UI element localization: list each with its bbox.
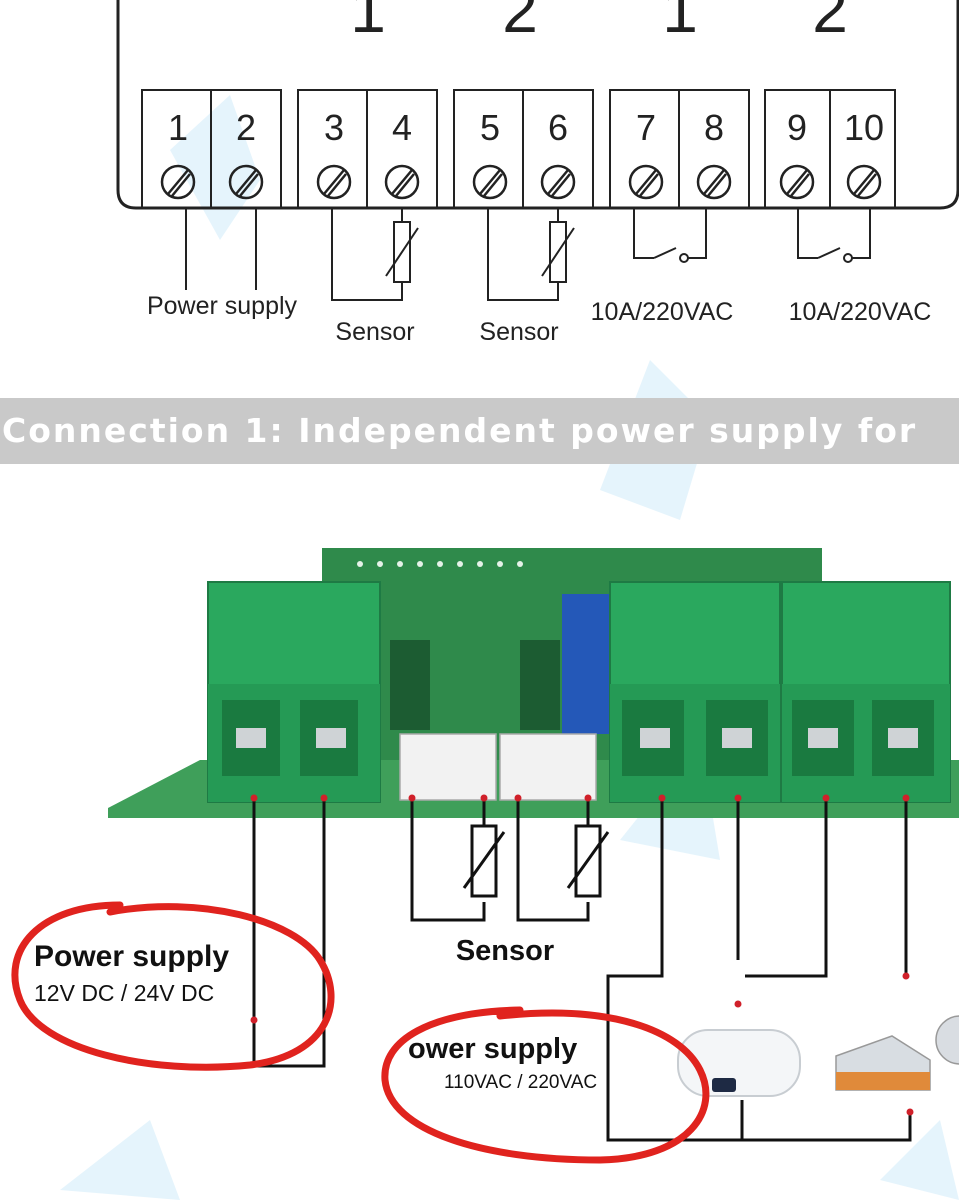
display-fridge-icon <box>835 1035 931 1091</box>
terminal-number: 6 <box>548 107 568 148</box>
section-banner: Connection 1: Independent power supply f… <box>0 398 959 464</box>
channel-number: 2 <box>812 0 848 46</box>
channel-number: 1 <box>662 0 698 46</box>
relay-rating-label: 10A/220VAC <box>591 298 734 326</box>
channel-number: 2 <box>502 0 538 46</box>
terminal-number: 1 <box>168 107 188 148</box>
dc-supply-title: Power supply <box>34 940 229 973</box>
wiring-lines <box>252 798 912 1142</box>
terminal-number: 2 <box>236 107 256 148</box>
banner-text: Connection 1: Independent power supply f… <box>2 411 918 450</box>
red-annotation-circle <box>11 901 710 1164</box>
dc-supply-voltage: 12V DC / 24V DC <box>34 980 214 1006</box>
screw-icon <box>160 164 882 200</box>
relay-rating-label: 10A/220VAC <box>789 298 932 326</box>
water-heater-icon <box>677 1029 801 1097</box>
terminal-number: 5 <box>480 107 500 148</box>
connection-point <box>250 794 914 1116</box>
controller-schematic: 1 2 1 2 1 2 3 4 5 6 7 8 9 10 <box>116 0 959 346</box>
channel-number: 1 <box>350 0 386 46</box>
terminal-number: 4 <box>392 107 412 148</box>
terminal-number: 3 <box>324 107 344 148</box>
terminal-block <box>207 581 951 803</box>
sensor-label: Sensor <box>479 318 558 346</box>
fan-icon <box>935 1015 959 1065</box>
terminal-number: 8 <box>704 107 724 148</box>
ac-supply-voltage: 110VAC / 220VAC <box>444 1072 597 1093</box>
sensor-connector <box>399 733 597 801</box>
sensor-label: Sensor <box>456 935 554 967</box>
terminal-number: 7 <box>636 107 656 148</box>
ac-supply-title: ower supply <box>408 1033 577 1065</box>
terminal-number: 9 <box>787 107 807 148</box>
terminal-number: 10 <box>844 107 884 148</box>
relay-component <box>562 594 610 734</box>
power-supply-label: Power supply <box>147 292 298 320</box>
sensor-label: Sensor <box>335 318 414 346</box>
